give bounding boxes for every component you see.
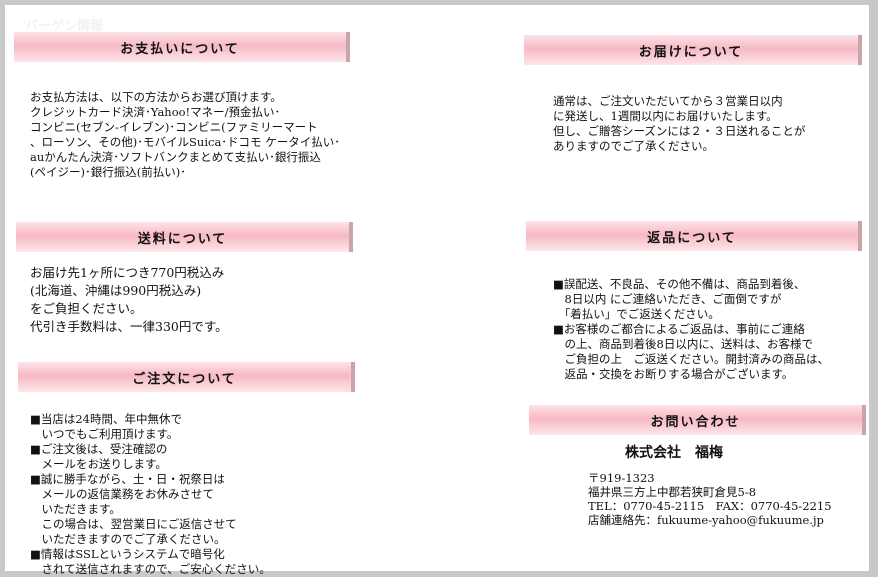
returns-text: ■誤配送、不良品、その他不備は、商品到着後、 8日以内 にご連絡いただき、ご面倒… bbox=[553, 277, 829, 382]
text-line: の上、商品到着後8日以内に、送料は、お客様で bbox=[553, 337, 813, 351]
text-line: されて送信されますので、ご安心ください。 bbox=[30, 562, 271, 576]
text-line: 8日以内 にご連絡いただき、ご面倒ですが bbox=[553, 292, 782, 306]
text-line: いただきますのでご了承ください。 bbox=[30, 532, 226, 546]
text-line: ■ご注文後は、受注確認の bbox=[30, 442, 168, 456]
text-line: に発送し、1週間以内にお届けいたします。 bbox=[553, 109, 778, 123]
text-line: TEL：0770-45-2115 FAX：0770-45-2215 bbox=[588, 499, 832, 513]
text-line: お届け先1ヶ所につき770円税込み bbox=[30, 265, 225, 280]
payment-text: お支払方法は、以下の方法からお選び頂けます。クレジットカード決済･Yahoo!マ… bbox=[30, 90, 340, 180]
order-text: ■当店は24時間、年中無休で いつでもご利用頂けます。■ご注文後は、受注確認の … bbox=[30, 412, 271, 577]
text-line: お支払方法は、以下の方法からお選び頂けます。 bbox=[30, 90, 282, 104]
text-line: をご負担ください。 bbox=[30, 301, 143, 316]
order-heading: ご注文について bbox=[18, 362, 355, 392]
text-line: 店舗連絡先：fukuume-yahoo@fukuume.jp bbox=[588, 513, 824, 527]
text-line: ■当店は24時間、年中無休で bbox=[30, 412, 182, 426]
text-line: 福井県三方上中郡若狭町倉見5-8 bbox=[588, 485, 757, 499]
watermark-logo: バーゲン情報 bbox=[25, 19, 104, 34]
text-line: ご負担の上 ご返送ください。開封済みの商品は、 bbox=[553, 352, 829, 366]
contact-heading: お問い合わせ bbox=[529, 405, 866, 435]
text-line: メールの返信業務をお休みさせて bbox=[30, 487, 214, 501]
text-line: 但し、ご贈答シーズンには２・３日送れることが bbox=[553, 124, 806, 138]
text-line: コンビニ(セブン-イレブン)･コンビニ(ファミリーマート bbox=[30, 120, 318, 134]
text-line: 〒919-1323 bbox=[588, 471, 655, 485]
text-line: いただきます。 bbox=[30, 502, 121, 516]
company-name: 株式会社 福梅 bbox=[625, 445, 723, 461]
text-line: ■誤配送、不良品、その他不備は、商品到着後、 bbox=[553, 277, 806, 291]
payment-heading: お支払いについて bbox=[14, 32, 350, 62]
text-line: ■お客様のご都合によるご返品は、事前にご連絡 bbox=[553, 322, 805, 336]
text-line: ■誠に勝手ながら、土・日・祝祭日は bbox=[30, 472, 225, 486]
text-line: 代引き手数料は、一律330円です。 bbox=[30, 319, 228, 334]
text-line: auかんたん決済･ソフトバンクまとめて支払い･銀行振込 bbox=[30, 150, 321, 164]
returns-heading: 返品について bbox=[526, 221, 862, 251]
page: バーゲン情報 お支払いについて お支払方法は、以下の方法からお選び頂けます。クレ… bbox=[5, 5, 869, 576]
delivery-text: 通常は、ご注文いただいてから３営業日以内に発送し、1週間以内にお届けいたします。… bbox=[553, 94, 805, 154]
shipping-text: お届け先1ヶ所につき770円税込み (北海道、沖縄は990円税込み) をご負担くださ… bbox=[30, 264, 228, 336]
text-line: ■情報はSSLというシステムで暗号化 bbox=[30, 547, 225, 561]
text-line: 「着払い」でご返送ください。 bbox=[553, 307, 720, 321]
text-line: いつでもご利用頂けます。 bbox=[30, 427, 179, 441]
delivery-heading: お届けについて bbox=[524, 35, 862, 65]
text-line: 、ローソン、その他)･モバイルSuica･ドコモ ケータイ払い･ bbox=[30, 135, 340, 149]
text-line: この場合は、翌営業日にご返信させて bbox=[30, 517, 237, 531]
text-line: 返品・交換をお断りする場合がございます。 bbox=[553, 367, 794, 381]
text-line: (ペイジー)･銀行振込(前払い)･ bbox=[30, 165, 186, 179]
text-line: クレジットカード決済･Yahoo!マネー/預金払い･ bbox=[30, 105, 281, 119]
text-line: (北海道、沖縄は990円税込み) bbox=[30, 283, 202, 298]
text-line: メールをお送りします。 bbox=[30, 457, 167, 471]
text-line: ありますのでご了承ください。 bbox=[553, 139, 714, 153]
shipping-heading: 送料について bbox=[16, 222, 353, 252]
text-line: 通常は、ご注文いただいてから３営業日以内 bbox=[553, 94, 783, 108]
